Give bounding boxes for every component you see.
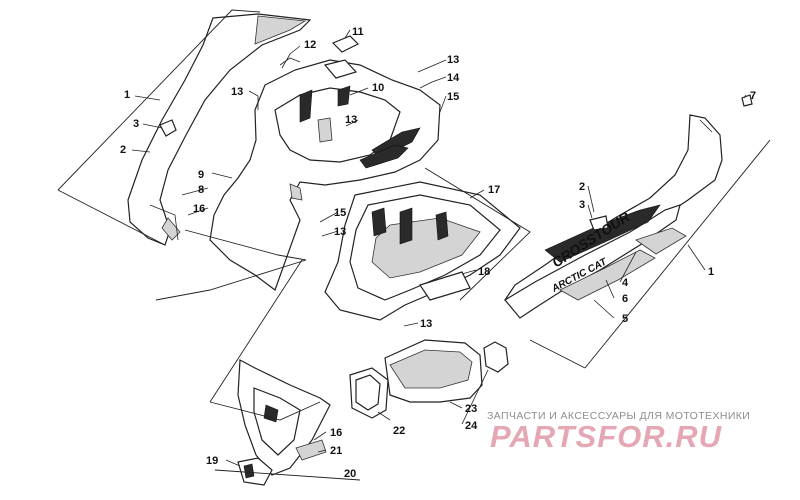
callout-24: 24 <box>465 420 478 432</box>
callout-13-e: 13 <box>334 226 346 238</box>
lower-headlight-housing <box>237 359 331 486</box>
intake-boot <box>349 339 509 419</box>
callout-13-d: 13 <box>420 318 432 330</box>
callout-1-right: 1 <box>708 266 714 278</box>
watermark-site: PARTSFOR.RU <box>490 419 723 454</box>
watermark-tagline: ЗАПЧАСТИ И АКСЕССУАРЫ ДЛЯ МОТОТЕХНИКИ <box>487 410 750 422</box>
right-side-panel <box>504 94 753 319</box>
watermark: ЗАПЧАСТИ И АКСЕССУАРЫ ДЛЯ МОТОТЕХНИКИ PA… <box>487 410 750 454</box>
callout-4: 4 <box>622 277 629 289</box>
callout-17: 17 <box>488 184 500 196</box>
callout-6: 6 <box>622 293 628 305</box>
callout-14: 14 <box>447 72 460 84</box>
callout-15-upper: 15 <box>447 91 459 103</box>
callout-20: 20 <box>344 468 356 480</box>
callout-23: 23 <box>465 403 477 415</box>
callout-16-lower: 16 <box>330 427 342 439</box>
callout-13-a: 13 <box>231 86 243 98</box>
callout-2-left: 2 <box>120 144 126 156</box>
left-side-panel <box>127 13 312 246</box>
storage-tray <box>324 181 521 321</box>
callout-5: 5 <box>622 313 628 325</box>
callout-1-left: 1 <box>124 89 130 101</box>
callout-18: 18 <box>478 266 490 278</box>
callout-11: 11 <box>352 26 364 38</box>
callout-15-lower: 15 <box>334 207 346 219</box>
callout-3-right: 3 <box>579 199 585 211</box>
callout-7: 7 <box>750 90 756 102</box>
callout-16-upper: 16 <box>193 203 205 215</box>
callout-12: 12 <box>304 39 316 51</box>
callout-3-left: 3 <box>133 118 139 130</box>
leader-lines <box>131 29 747 467</box>
callout-13-c: 13 <box>447 54 459 66</box>
callout-2-right: 2 <box>579 181 585 193</box>
callout-10: 10 <box>372 82 384 94</box>
callout-labels: 1 3 2 9 8 16 13 12 11 10 13 13 14 15 17 … <box>120 26 756 480</box>
callout-19: 19 <box>206 455 218 467</box>
callout-13-b: 13 <box>345 114 357 126</box>
callout-9: 9 <box>198 169 204 181</box>
callout-8: 8 <box>198 184 204 196</box>
callout-21: 21 <box>330 445 342 457</box>
callout-22: 22 <box>393 425 405 437</box>
assembly-brackets <box>57 9 771 481</box>
front-nose-cowl <box>209 35 441 291</box>
